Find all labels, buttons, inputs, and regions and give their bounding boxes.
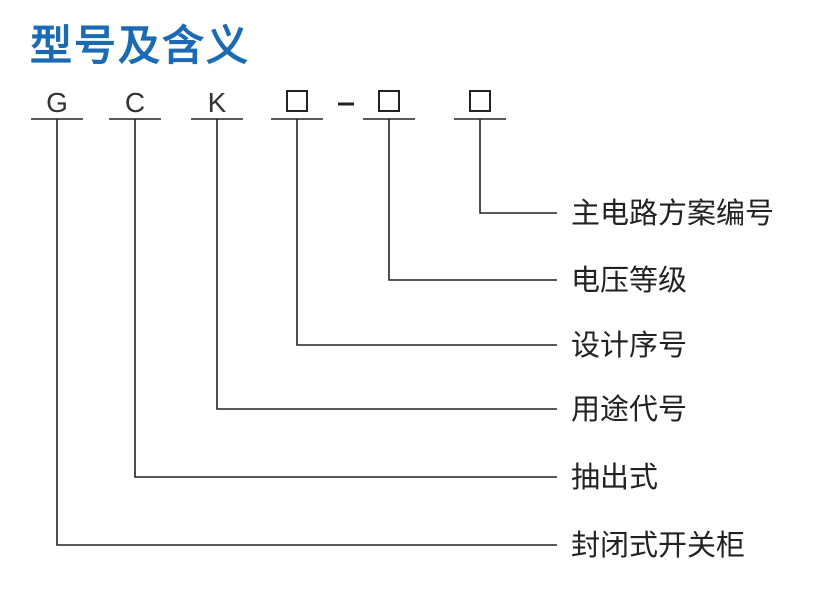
meaning-label: 用途代号 (571, 392, 687, 426)
meaning-label: 抽出式 (571, 460, 658, 494)
leader-lines (56, 119, 557, 546)
code-dash (338, 102, 354, 106)
code-placeholder-box (469, 90, 491, 112)
meaning-label: 封闭式开关柜 (571, 528, 745, 562)
leader-line (296, 119, 557, 346)
code-letter-c: C (125, 87, 145, 118)
page-title: 型号及含义 (30, 21, 251, 70)
leader-line (216, 119, 557, 410)
leader-line (56, 119, 557, 546)
code-letter-g: G (46, 87, 68, 118)
code-placeholder-box (286, 90, 308, 112)
meaning-label: 电压等级 (571, 263, 687, 297)
code-letter-k: K (208, 87, 227, 118)
meaning-label: 主电路方案编号 (571, 196, 774, 230)
meaning-label: 设计序号 (571, 328, 687, 362)
code-placeholder-box (378, 90, 400, 112)
leader-line (134, 119, 557, 478)
leader-line (479, 119, 557, 214)
leader-line (388, 119, 557, 281)
